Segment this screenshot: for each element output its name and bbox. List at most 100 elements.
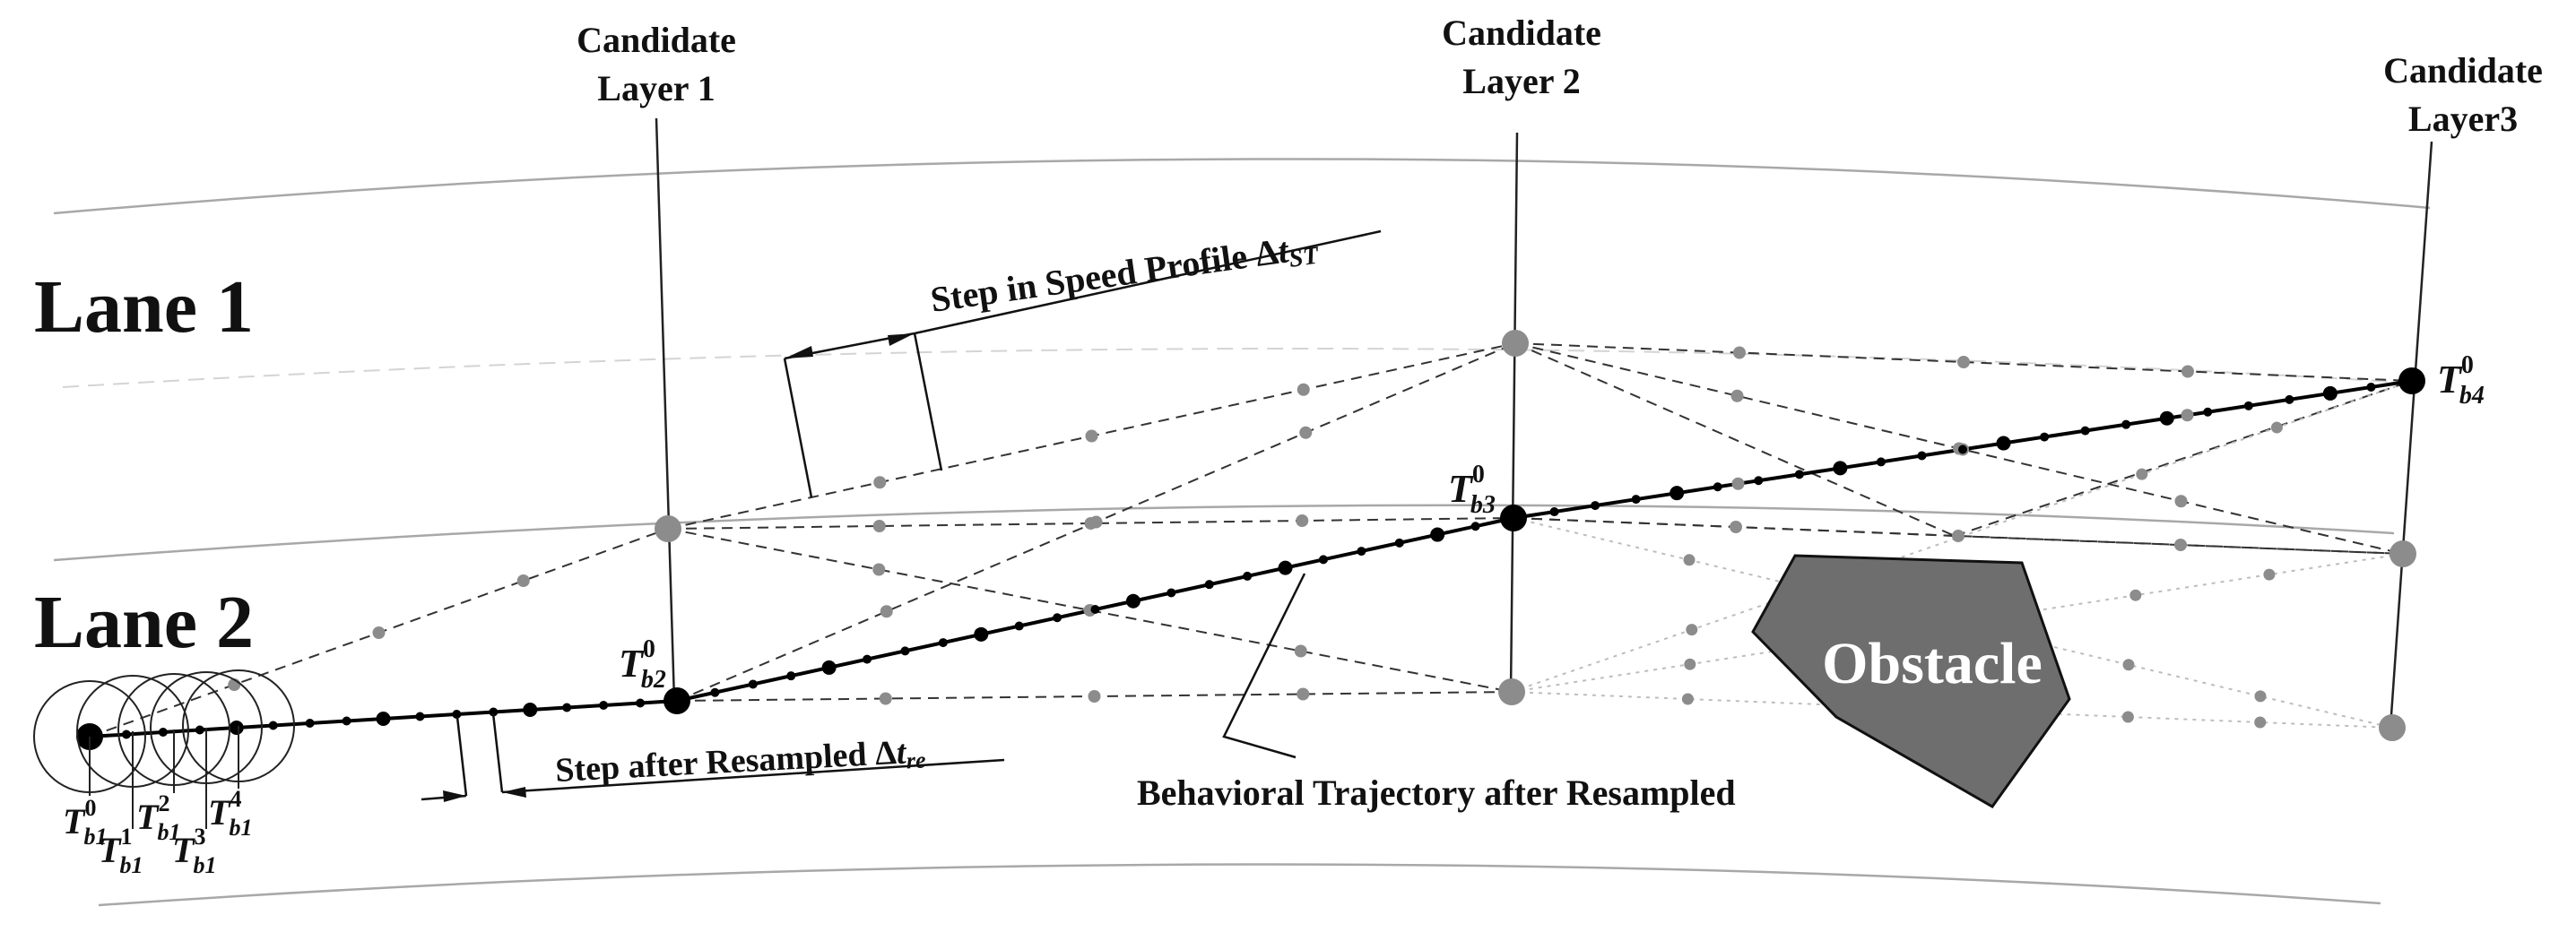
- gray-dot-1-2: [1297, 383, 1310, 396]
- traj-dot-51: [2159, 410, 2174, 426]
- speed-step-arrowhead-left: [785, 346, 813, 358]
- traj-dot-52: [2203, 407, 2213, 417]
- traj-dot-50: [2121, 419, 2131, 429]
- blocked-dot-3-3: [2270, 421, 2283, 434]
- candidate-nodes: [655, 330, 2416, 741]
- traj-dot-19: [863, 654, 872, 664]
- road-bottom-boundary: [98, 863, 2381, 907]
- gray-dot-3-1: [1084, 517, 1097, 530]
- traj-dot-21: [938, 638, 948, 648]
- traj-dot-33: [1394, 538, 1404, 548]
- layer1-label-line1: Candidate: [577, 20, 736, 60]
- traj-dot-13: [599, 701, 609, 710]
- traj-dot-25: [1090, 605, 1100, 614]
- behavioral-label: Behavioral Trajectory after Resampled: [1137, 773, 1736, 813]
- gray-dot-8-2: [2181, 409, 2194, 422]
- gray-dot-0-2: [516, 574, 530, 587]
- traj-dot-35: [1470, 522, 1480, 531]
- traj-dot-4: [268, 721, 278, 730]
- blocked-dot-2-2: [2121, 711, 2134, 723]
- traj-dot-11: [523, 703, 538, 717]
- speed-step-label: Step in Speed Profile ΔtST: [928, 226, 1322, 324]
- traj-dot-43: [1833, 461, 1848, 476]
- traj-dot-9: [452, 710, 462, 719]
- traj-dot-38: [1631, 495, 1641, 505]
- gray-dot-5-1: [1088, 690, 1101, 703]
- layer1-label-line2: Layer 1: [597, 68, 715, 108]
- traj-dot-54: [2285, 394, 2294, 404]
- traj-dot-49: [2080, 426, 2090, 436]
- traj-dot-53: [2243, 401, 2253, 410]
- gray-dot-5-2: [1297, 687, 1310, 701]
- layer2-line: [1509, 132, 1519, 693]
- gray-dot-5-0: [879, 692, 892, 705]
- gray-dot-6-2: [2181, 365, 2194, 378]
- gray-dot-9-2: [2174, 539, 2187, 551]
- blocked-dot-1-0: [1684, 658, 1696, 670]
- gray-dot-4-2: [1294, 644, 1307, 658]
- traj-dot-46: [1958, 445, 1967, 454]
- traj-dot-45: [1917, 451, 1927, 461]
- resample-arrowhead-left: [443, 790, 466, 802]
- layer2-bottom-node: [1498, 678, 1525, 705]
- speed-step-arrowhead-right: [888, 333, 915, 346]
- lane1-center-line: [62, 347, 2422, 388]
- gray-dot-0-1: [372, 626, 386, 639]
- dashed-edge-cross: [1514, 342, 1956, 537]
- resample-tick-right: [491, 712, 504, 793]
- layer3-bottom-node: [2379, 714, 2406, 741]
- gray-dot-2-0: [880, 605, 893, 618]
- traj-dot-3: [229, 721, 244, 735]
- traj-dot-5: [305, 719, 315, 728]
- lane1-label: Lane 1: [34, 265, 254, 349]
- traj-dot-56: [2366, 382, 2376, 392]
- traj-dot-10: [489, 707, 499, 717]
- lane2-label: Lane 2: [34, 581, 254, 664]
- blocked-dot-2-3: [2254, 716, 2267, 729]
- candidate-edges: [89, 342, 2413, 738]
- gray-dot-9-1: [1952, 530, 1965, 542]
- lane-divider-boundary: [53, 504, 2395, 562]
- blocked-dot-0-2: [2122, 659, 2135, 671]
- layer1-lane1-node: [655, 515, 681, 542]
- traj-dot-40: [1713, 482, 1722, 492]
- traj-dot-6: [342, 716, 351, 726]
- resample-underline: [501, 758, 1005, 794]
- traj-dot-14: [636, 698, 646, 708]
- candidate-layer-lines: [655, 117, 2433, 729]
- layer2-label-line2: Layer 2: [1462, 61, 1580, 101]
- tb3-node: [1500, 505, 1527, 531]
- traj-dot-20: [900, 646, 910, 656]
- traj-dot-17: [786, 671, 796, 681]
- speed-step-tick-left: [783, 358, 813, 498]
- gray-dot-9-0: [1730, 521, 1742, 533]
- traj-dot-18: [821, 660, 837, 675]
- speed-step-tick-right: [913, 332, 943, 471]
- sample-points: [228, 346, 2283, 729]
- layer2-label-line1: Candidate: [1442, 13, 1601, 53]
- traj-dot-0: [121, 729, 131, 739]
- behavioral-leader-line: [1222, 573, 1306, 759]
- traj-dot-32: [1357, 547, 1366, 557]
- traj-dot-37: [1591, 501, 1600, 511]
- traj-dot-7: [376, 712, 391, 726]
- traj-dot-1: [158, 728, 168, 737]
- speed-step-underline: [914, 229, 1382, 335]
- gray-dot-3-2: [1296, 514, 1309, 527]
- traj-dot-12: [562, 703, 572, 712]
- gray-dot-4-0: [872, 563, 886, 576]
- layer3-label-line1: Candidate: [2383, 50, 2543, 91]
- road-boundaries: [53, 158, 2431, 907]
- gray-dot-1-1: [1085, 429, 1098, 443]
- blocked-dot-1-2: [2129, 589, 2142, 601]
- gray-dot-6-1: [1957, 356, 1970, 368]
- traj-dot-44: [1876, 457, 1886, 467]
- layer2-top-node: [1502, 330, 1529, 357]
- traj-dot-23: [1014, 621, 1024, 631]
- gray-dot-1-0: [873, 476, 887, 489]
